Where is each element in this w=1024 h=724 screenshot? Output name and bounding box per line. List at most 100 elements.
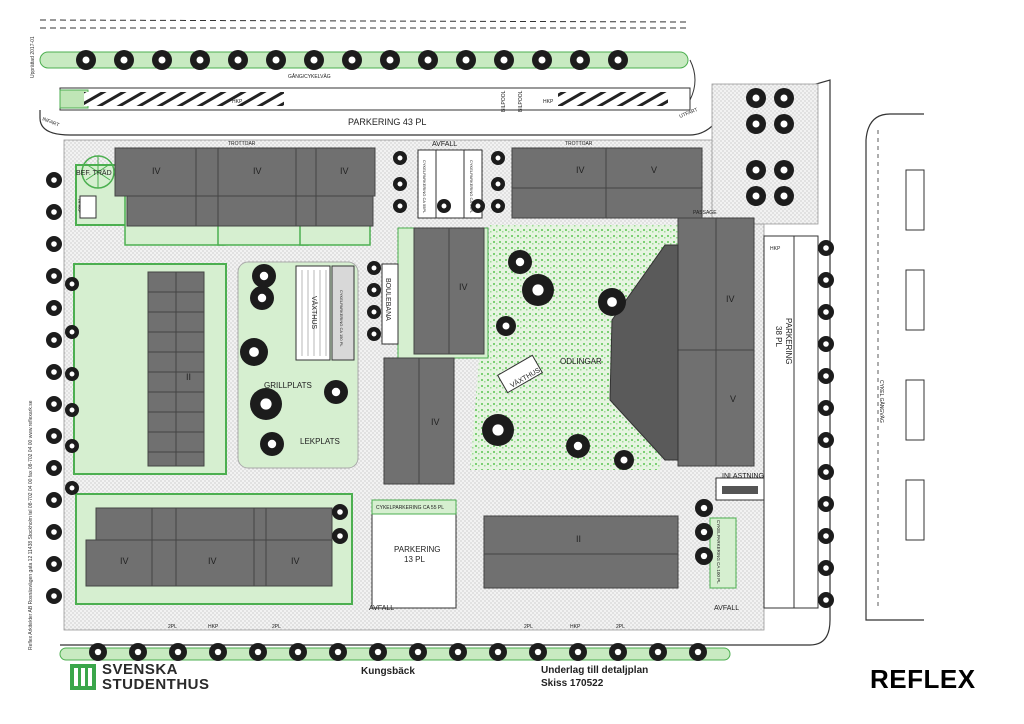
- storey-bottom-left-1: IV: [120, 556, 129, 566]
- tree-core: [532, 284, 544, 296]
- logo-line-2: STUDENTHUS: [102, 676, 210, 693]
- tree-core: [69, 407, 75, 413]
- tree-core: [69, 329, 75, 335]
- tree-core: [780, 166, 788, 174]
- top-tree-strip: [39, 51, 689, 69]
- main-road: [39, 59, 831, 646]
- storey-top-right-1: IV: [576, 165, 585, 175]
- tree-core: [234, 56, 242, 64]
- tree-core: [51, 177, 57, 183]
- storey-center-lower: IV: [431, 417, 440, 427]
- storey-left-row: II: [186, 372, 191, 382]
- tree-core: [348, 56, 356, 64]
- tree-core: [573, 441, 583, 451]
- tree-core: [120, 56, 128, 64]
- label-cykelparkering-mid: CYKELPARKERING CA 150 PL: [339, 290, 344, 347]
- storey-top-left-3: IV: [340, 166, 349, 176]
- building-top-left: [114, 147, 376, 227]
- tree-core: [371, 331, 377, 337]
- label-cykelparkering-right: CYKELPARKERING CA 100 PL: [716, 520, 721, 584]
- tree-core: [51, 497, 57, 503]
- tree-core: [397, 155, 403, 161]
- inlastning-area: [715, 477, 765, 501]
- label-gang-cykelvag-top: GÅNG/CYKELVÄG: [288, 73, 331, 80]
- tree-core: [174, 648, 182, 656]
- label-trottoar-left: TROTTOAR: [228, 141, 256, 147]
- tree-core: [823, 277, 829, 283]
- tree-core: [823, 373, 829, 379]
- tree-core: [780, 192, 788, 200]
- tree-core: [249, 347, 259, 357]
- tree-core: [752, 94, 760, 102]
- tree-core: [823, 437, 829, 443]
- label-bottom-2pl-2: 2PL: [272, 624, 281, 630]
- tree-core: [823, 533, 829, 539]
- storey-bottom-center: II: [576, 534, 581, 544]
- doc-line-2: Skiss 170522: [541, 678, 604, 689]
- building-left-row: [147, 271, 205, 467]
- tree-core: [51, 273, 57, 279]
- tree-core: [51, 241, 57, 247]
- tree-core: [51, 305, 57, 311]
- tree-core: [214, 648, 222, 656]
- label-parkering-43: PARKERING 43 PL: [348, 117, 426, 127]
- tree-core: [515, 257, 525, 267]
- tree-core: [576, 56, 584, 64]
- cykelparkering-right: [709, 517, 737, 589]
- storey-bottom-left-3: IV: [291, 556, 300, 566]
- boulebana-court: [381, 263, 399, 345]
- tree-core: [310, 56, 318, 64]
- tree-core: [337, 509, 343, 515]
- logo-line-1: SVENSKA: [102, 661, 179, 678]
- building-center-upper: [413, 227, 485, 355]
- tree-core: [267, 439, 277, 449]
- tree-core: [69, 281, 75, 287]
- tree-core: [495, 181, 501, 187]
- tree-core: [334, 648, 342, 656]
- tree-core: [94, 648, 102, 656]
- tree-core: [534, 648, 542, 656]
- tree-core: [69, 443, 75, 449]
- storey-top-right-2: V: [651, 165, 657, 175]
- tree-core: [620, 456, 628, 464]
- tree-core: [371, 309, 377, 315]
- sidebar-date-text: Upprättad 2017-01: [30, 36, 36, 78]
- tree-core: [294, 648, 302, 656]
- parking-right: [763, 235, 819, 609]
- building-right-tall: [677, 217, 755, 467]
- tree-core: [823, 469, 829, 475]
- label-hkp-top-left: HKP: [232, 99, 243, 105]
- label-passage: PASSAGE: [693, 210, 717, 216]
- tree-core: [694, 648, 702, 656]
- tree-core: [654, 648, 662, 656]
- label-hkp-top-right: HKP: [543, 99, 554, 105]
- label-trottoar-right: TROTTOAR: [565, 141, 593, 147]
- label-grillplats: GRILLPLATS: [264, 381, 312, 390]
- tree-core: [51, 529, 57, 535]
- tree-core: [823, 565, 829, 571]
- trees-layer: [46, 50, 834, 661]
- tree-core: [331, 387, 341, 397]
- tree-core: [51, 561, 57, 567]
- vaxthus-center: [496, 354, 544, 394]
- label-hkp-right: HKP: [770, 246, 781, 252]
- building-center-lower: [383, 357, 455, 485]
- right-road: [865, 113, 925, 621]
- tree-core: [823, 501, 829, 507]
- label-parkering-38-a: PARKERING: [784, 318, 793, 365]
- tree-core: [823, 309, 829, 315]
- tree-core: [51, 369, 57, 375]
- label-parkering-13-b: 13 PL: [404, 555, 425, 564]
- label-bilpool-2: BILPOOL: [518, 90, 524, 112]
- storey-right-tall-lower: V: [730, 394, 736, 404]
- label-vaxthus-left: VÄXTHUS: [310, 296, 318, 329]
- tree-core: [538, 56, 546, 64]
- storey-center-upper: IV: [459, 282, 468, 292]
- tree-core: [196, 56, 204, 64]
- storey-right-tall-upper: IV: [726, 294, 735, 304]
- doc-line-1: Underlag till detaljplan: [541, 665, 649, 676]
- tree-core: [780, 120, 788, 128]
- tree-core: [614, 56, 622, 64]
- label-bottom-2pl-1: 2PL: [168, 624, 177, 630]
